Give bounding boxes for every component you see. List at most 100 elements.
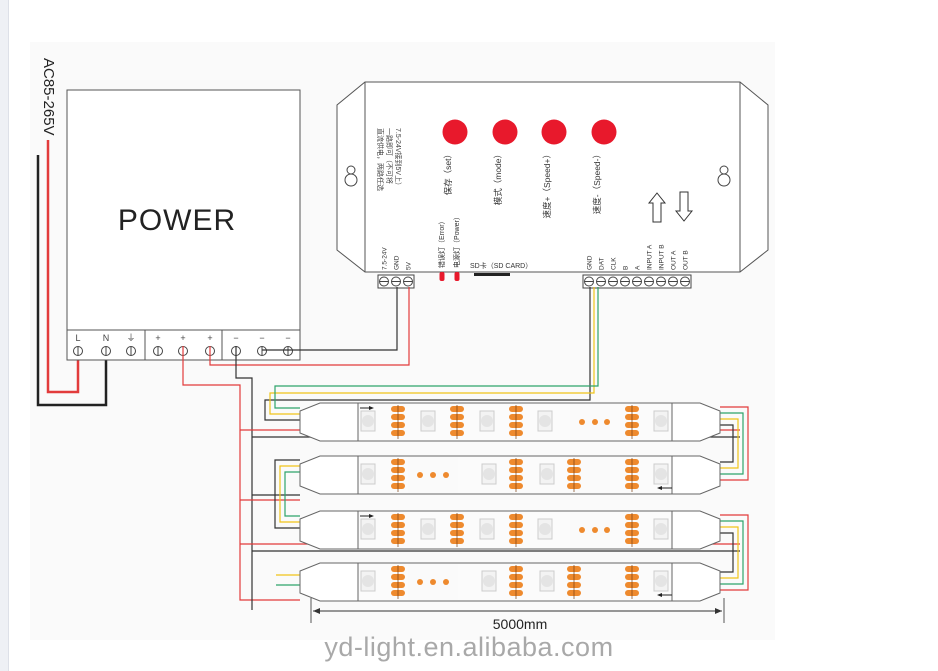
signal-terminal: B xyxy=(620,266,630,287)
signal-terminal: DAT xyxy=(596,257,606,287)
signal-terminal: INPUT A xyxy=(644,244,654,287)
power-terminal-label: GND xyxy=(394,255,401,270)
direction-arrow-icon xyxy=(369,514,374,518)
direction-arrow-icon xyxy=(657,486,662,490)
continuation-dot xyxy=(443,579,449,585)
led-chip xyxy=(360,463,376,485)
psu-terminal-label: ⏚ xyxy=(126,333,135,343)
controller-note-line: 7.5-24V接到5V上） xyxy=(394,128,403,189)
psu-terminal-label: L xyxy=(75,333,80,343)
sd-card-label: SD卡（SD CARD） xyxy=(470,261,532,270)
signal-terminal: A xyxy=(632,265,642,287)
led-strip xyxy=(299,510,721,550)
controller-button[interactable]: 速度-（Speed-） xyxy=(591,119,617,215)
strip-end-cap xyxy=(299,402,359,442)
cut-pad-group xyxy=(391,513,405,547)
continuation-dot xyxy=(417,579,423,585)
cut-pad-group xyxy=(625,405,639,439)
led-chip xyxy=(481,463,497,485)
signal-terminal-label: B xyxy=(623,266,630,270)
psu-terminal-label: + xyxy=(207,333,212,343)
psu-terminal: ⏚ xyxy=(126,333,136,356)
continuation-dot xyxy=(579,527,585,533)
led-chip xyxy=(653,410,669,432)
continuation-dot xyxy=(604,527,610,533)
cut-pad-group xyxy=(391,405,405,439)
controller-note-line: 直流供电，两路任选 xyxy=(376,128,385,191)
cut-pad-group xyxy=(625,458,639,492)
cut-pad-group xyxy=(567,565,581,599)
led-strip xyxy=(299,455,721,495)
cut-pad-group xyxy=(509,458,523,492)
ac-voltage-label: AC85-265V xyxy=(40,58,57,136)
cut-pad-group xyxy=(391,458,405,492)
signal-terminal-label: A xyxy=(635,265,642,270)
continuation-dot xyxy=(604,419,610,425)
led-chip xyxy=(537,410,553,432)
power-label: POWER xyxy=(118,204,236,237)
led-chip xyxy=(479,518,495,540)
cut-pad-group xyxy=(391,565,405,599)
led-chip xyxy=(653,463,669,485)
psu-terminal-label: + xyxy=(155,333,160,343)
cut-pad-group xyxy=(450,405,464,439)
status-led-label: 错误灯（Error） xyxy=(437,217,446,268)
continuation-dot xyxy=(430,579,436,585)
status-led: 错误灯（Error） xyxy=(437,217,446,281)
controller-button[interactable]: 速度+（Speed+） xyxy=(541,119,567,219)
led-chip xyxy=(360,570,376,592)
signal-terminal-label: OUT B xyxy=(683,250,690,270)
power-terminal: GND xyxy=(391,255,401,287)
psu-terminal-label: − xyxy=(285,333,290,343)
power-terminal: 5V xyxy=(403,261,413,287)
signal-terminal-label: INPUT B xyxy=(659,244,666,270)
status-led-label: 电源灯（Power） xyxy=(452,213,461,268)
down-arrow-icon xyxy=(674,191,694,222)
signal-terminal-label: CLK xyxy=(611,257,618,270)
power-terminal-label: 7.5-24V xyxy=(382,247,389,270)
power-supply: POWER L N ⏚ + + + − − − xyxy=(66,89,301,361)
strip-end-cap xyxy=(671,455,721,495)
led-chip xyxy=(653,518,669,540)
continuation-dot xyxy=(443,472,449,478)
mount-hole-left xyxy=(344,165,358,187)
signal-terminal: GND xyxy=(584,255,594,287)
controller-button[interactable]: 模式（mode） xyxy=(492,119,518,206)
controller-note-line: 一路即可（不可将 xyxy=(385,128,394,184)
continuation-dot xyxy=(579,419,585,425)
continuation-dot xyxy=(592,419,598,425)
strip-end-cap xyxy=(671,562,721,602)
led-chip xyxy=(653,570,669,592)
led-chip xyxy=(420,410,436,432)
controller-button[interactable]: 保存（set） xyxy=(442,119,468,196)
controller-button-label: 保存（set） xyxy=(443,150,453,195)
led-chip xyxy=(539,570,555,592)
continuation-dot xyxy=(417,472,423,478)
signal-terminal-label: INPUT A xyxy=(647,244,654,270)
cut-pad-group xyxy=(567,458,581,492)
signal-terminal-label: OUT A xyxy=(671,250,678,270)
psu-terminal-label: + xyxy=(180,333,185,343)
cut-pad-group xyxy=(509,565,523,599)
psu-terminal-label: N xyxy=(103,333,110,343)
direction-arrow-icon xyxy=(657,593,662,597)
psu-terminal-label: − xyxy=(233,333,238,343)
cut-pad-group xyxy=(509,513,523,547)
led-chip xyxy=(539,463,555,485)
led-chip xyxy=(481,570,497,592)
strip-end-cap xyxy=(299,510,359,550)
direction-arrow-icon xyxy=(369,406,374,410)
signal-terminal: CLK xyxy=(608,257,618,287)
cut-pad-group xyxy=(450,513,464,547)
dimension-line xyxy=(310,598,725,623)
sd-card-slot xyxy=(474,273,510,276)
mount-hole-right xyxy=(717,165,731,187)
psu-terminal: − xyxy=(283,333,293,356)
psu-terminal-label: − xyxy=(259,333,264,343)
length-label: 5000mm xyxy=(493,616,547,632)
signal-terminal-label: GND xyxy=(587,255,594,270)
watermark: yd-light.en.alibaba.com xyxy=(324,632,614,662)
led-chip xyxy=(420,518,436,540)
cut-pad-group xyxy=(509,405,523,439)
led-strip xyxy=(299,562,721,602)
